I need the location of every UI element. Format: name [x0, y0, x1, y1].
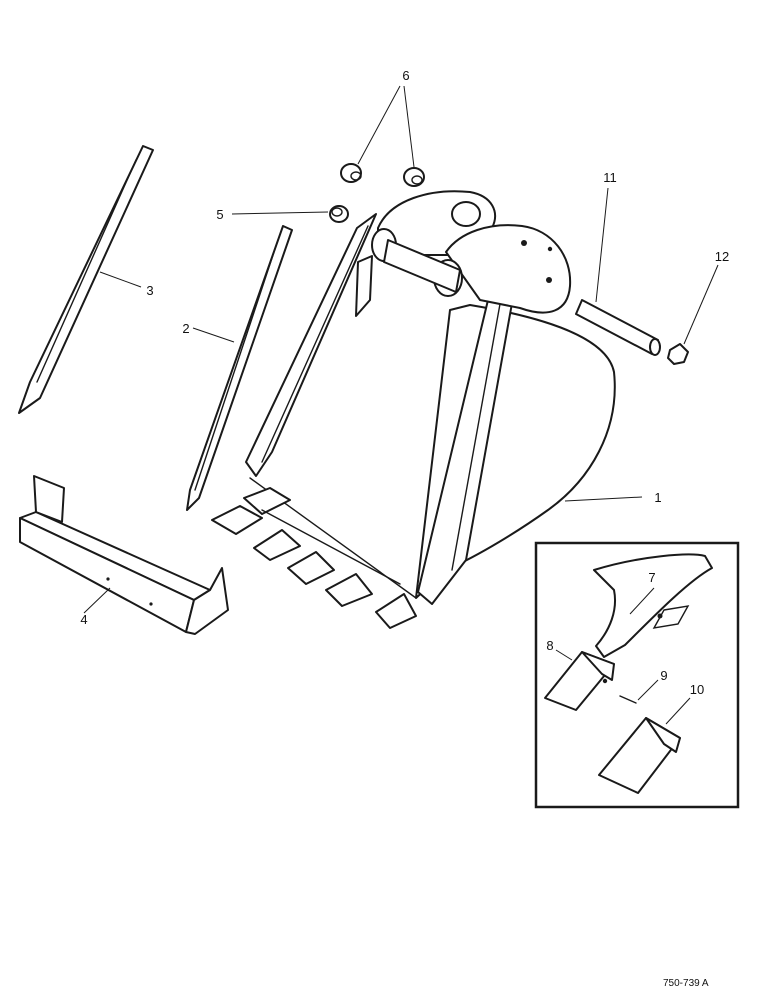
- callout-labels: 1 2 3 4 5 6 7 8 9 10 11 12: [80, 68, 729, 697]
- callout-6: 6: [402, 68, 409, 83]
- callout-1: 1: [654, 490, 661, 505]
- callout-3: 3: [146, 283, 153, 298]
- part-5-bushing: [329, 205, 349, 223]
- part-6-bushings: [340, 163, 425, 187]
- callout-10: 10: [690, 682, 704, 697]
- part-2-side-cutter: [186, 225, 293, 511]
- leader-lines: [83, 85, 719, 725]
- part-3-edge-strip: [18, 145, 154, 414]
- part-4-wear-plate: [19, 475, 229, 635]
- callout-12: 12: [715, 249, 729, 264]
- callout-9: 9: [660, 668, 667, 683]
- callout-8: 8: [546, 638, 553, 653]
- part-12-nut: [667, 343, 689, 365]
- drawing-number: 750-739 A: [663, 978, 709, 989]
- bucket-teeth-row: [211, 487, 417, 629]
- callout-5: 5: [216, 207, 223, 222]
- callout-7: 7: [648, 570, 655, 585]
- callout-11: 11: [603, 170, 617, 185]
- part-11-pin: [575, 299, 661, 356]
- callout-4: 4: [80, 612, 87, 627]
- inset-tooth-detail: [534, 541, 740, 809]
- part-1-bucket: [245, 190, 616, 605]
- callout-2: 2: [182, 321, 189, 336]
